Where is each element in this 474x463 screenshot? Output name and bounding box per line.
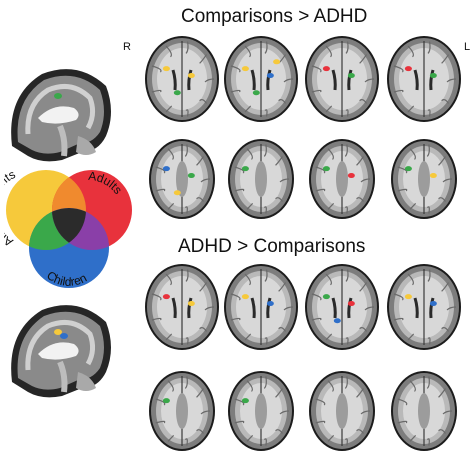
axial-slice — [224, 36, 298, 122]
activation-blob — [60, 333, 68, 339]
activation-blob — [241, 294, 249, 300]
orientation-left-label: L — [464, 41, 471, 53]
axial-slice — [228, 371, 294, 451]
activation-blob — [266, 301, 274, 307]
activation-blob — [404, 66, 412, 72]
activation-blob — [162, 294, 170, 300]
activation-blob — [266, 73, 274, 79]
activation-blob — [429, 73, 437, 79]
orientation-right-label: R — [123, 41, 131, 53]
activation-blob — [173, 90, 181, 96]
axial-slice — [145, 264, 219, 350]
axial-slice — [305, 264, 379, 350]
activation-blob — [322, 166, 330, 172]
activation-blob — [173, 190, 181, 196]
top-panel-title: Comparisons > ADHD — [181, 6, 368, 27]
axial-slice — [228, 139, 294, 219]
axial-slice — [309, 139, 375, 219]
axial-slice — [387, 264, 461, 350]
axial-slice — [305, 36, 379, 122]
axial-slice — [387, 36, 461, 122]
activation-blob — [404, 294, 412, 300]
activation-blob — [347, 73, 355, 79]
activation-blob — [241, 166, 249, 172]
activation-blob — [241, 398, 249, 404]
activation-blob — [404, 166, 412, 172]
sagittal-brain-bottom — [11, 305, 111, 398]
axial-slice — [309, 371, 375, 451]
sagittal-brain-top — [11, 69, 111, 162]
activation-blob — [187, 73, 195, 79]
axial-slice — [149, 371, 215, 451]
activation-blob — [333, 318, 341, 324]
activation-blob — [54, 93, 62, 99]
venn-legend: All Participants Adults Children — [4, 168, 132, 289]
axial-slice — [391, 371, 457, 451]
activation-blob — [187, 301, 195, 307]
activation-blob — [347, 301, 355, 307]
activation-blob — [162, 398, 170, 404]
activation-blob — [347, 173, 355, 179]
activation-blob — [429, 301, 437, 307]
bottom-panel-title: ADHD > Comparisons — [178, 236, 366, 257]
axial-slice — [224, 264, 298, 350]
axial-slice — [145, 36, 219, 122]
activation-blob — [241, 66, 249, 72]
activation-blob — [54, 329, 62, 335]
activation-blob — [429, 173, 437, 179]
activation-blob — [187, 173, 195, 179]
svg-text:Children: Children — [44, 268, 89, 289]
axial-slice — [149, 139, 215, 219]
activation-blob — [162, 166, 170, 172]
axial-slice — [391, 139, 457, 219]
activation-blob — [322, 66, 330, 72]
venn-label-children: Children — [44, 268, 89, 289]
activation-blob — [322, 294, 330, 300]
activation-blob — [273, 59, 281, 65]
activation-blob — [252, 90, 260, 96]
activation-blob — [162, 66, 170, 72]
